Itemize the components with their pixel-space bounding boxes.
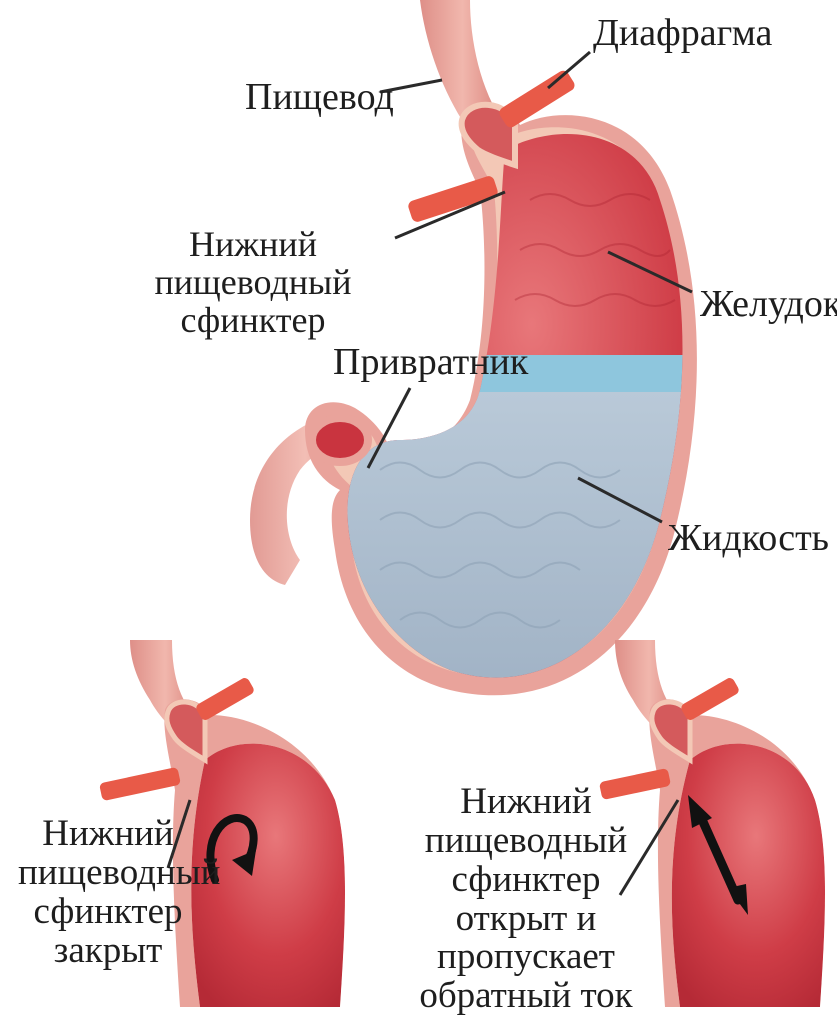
label-diaphragm: Диафрагма — [593, 14, 772, 54]
label-stomach: Желудок — [700, 285, 837, 325]
label-les-text: Нижний пищеводный сфинктер — [112, 226, 394, 339]
label-fluid: Жидкость — [668, 519, 829, 559]
label-les: Нижний пищеводный сфинктер — [112, 226, 394, 339]
label-les-closed-text: Нижний пищеводный сфинктер закрыт — [18, 815, 198, 970]
label-les-open-text: Нижний пищеводный сфинктер открыт и проп… — [398, 783, 654, 1016]
label-pylorus: Привратник — [333, 343, 528, 383]
label-les-open: Нижний пищеводный сфинктер открыт и проп… — [398, 783, 654, 1016]
label-les-closed: Нижний пищеводный сфинктер закрыт — [18, 815, 198, 970]
label-esophagus: Пищевод — [245, 78, 394, 118]
